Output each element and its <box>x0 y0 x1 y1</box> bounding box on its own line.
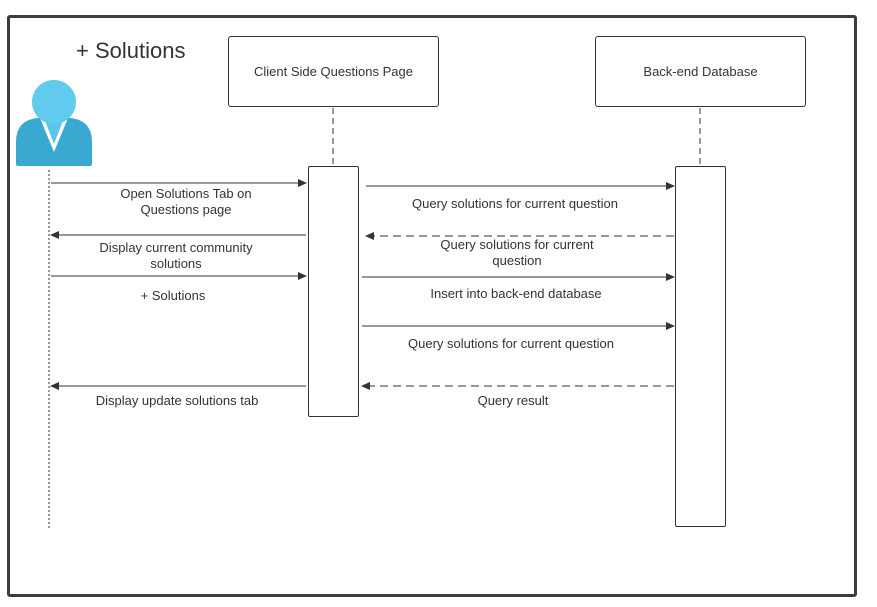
user-avatar-icon <box>16 80 92 166</box>
diagram-title: + Solutions <box>76 38 186 63</box>
message-label-1: Open Solutions Tab on Questions page <box>120 186 252 217</box>
message-label-7: Query solutions for current question <box>408 336 614 351</box>
participant-client-side-questions-page: Client Side Questions Page <box>228 36 439 107</box>
activation-backend <box>675 166 726 527</box>
message-label-3: Query solutions for current question <box>440 237 594 268</box>
message-label-4: Display current community solutions <box>99 240 253 271</box>
message-label-6: Insert into back-end database <box>430 286 602 301</box>
message-label-2: Query solutions for current question <box>412 196 618 211</box>
activation-client <box>308 166 359 417</box>
message-label-9: Display update solutions tab <box>95 393 259 408</box>
message-label-8: Query result <box>477 393 549 408</box>
message-label-5: + Solutions <box>140 288 206 303</box>
participant-back-end-database: Back-end Database <box>595 36 806 107</box>
